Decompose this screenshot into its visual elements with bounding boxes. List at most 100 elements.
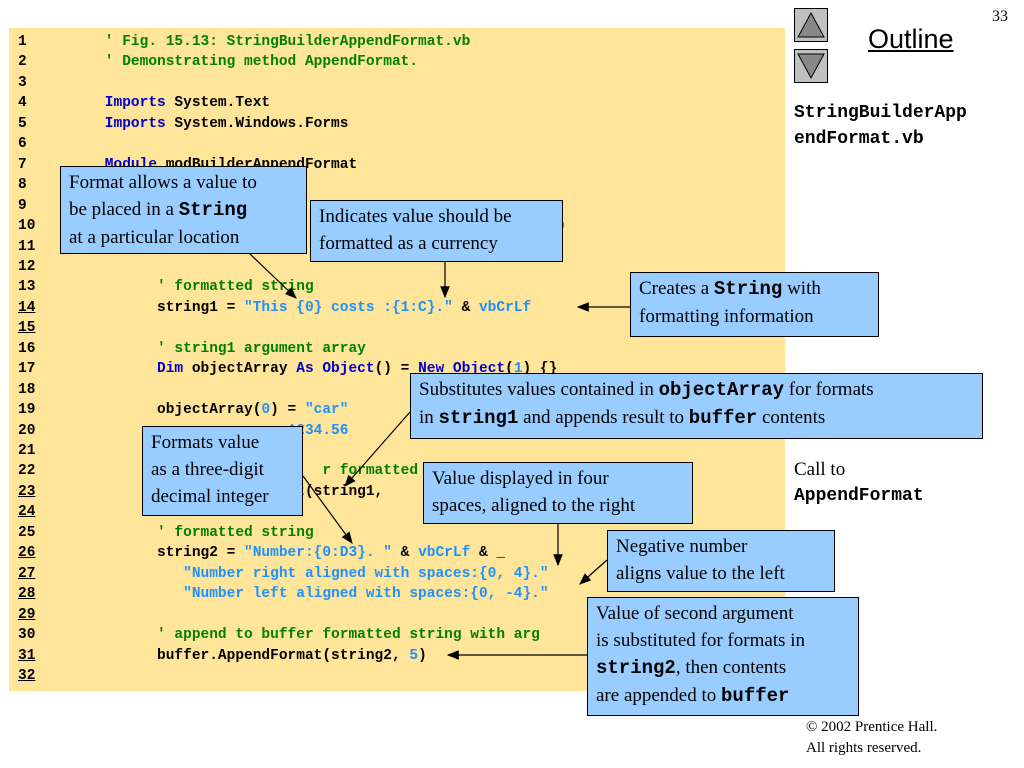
next-slide-button[interactable]	[794, 49, 828, 83]
copyright: © 2002 Prentice Hall. All rights reserve…	[806, 717, 937, 759]
code-text: ' Demonstrating method AppendFormat.	[70, 52, 418, 72]
line-number: 9	[18, 197, 27, 214]
code-line: 15	[9, 318, 785, 338]
callout-code: String	[178, 199, 248, 221]
previous-slide-button[interactable]	[794, 8, 828, 42]
callout-text: at a particular location	[69, 227, 240, 248]
callout-format-allows: Format allows a value to be placed in a …	[60, 166, 307, 254]
code-line: 8	[9, 175, 785, 195]
side-note: Call to AppendFormat	[794, 456, 924, 510]
code-line: 30 ' append to buffer formatted string w…	[9, 625, 785, 645]
code-text: buffer.AppendFormat(string2, 5)	[70, 646, 427, 666]
line-number: 28	[18, 586, 36, 603]
triangle-up-icon	[797, 11, 825, 38]
copyright-line2: All rights reserved.	[806, 740, 922, 756]
callout-text: Format allows a value to	[69, 172, 257, 193]
code-token: Imports	[70, 115, 166, 132]
code-line: 32	[9, 666, 785, 686]
code-line: 25 ' formatted string	[9, 523, 785, 543]
code-line: 17 Dim objectArray As Object() = New Obj…	[9, 359, 785, 379]
line-number: 19	[18, 402, 36, 419]
code-line: 18	[9, 380, 785, 400]
line-number: 30	[18, 627, 36, 644]
callout-code: string1	[438, 407, 519, 429]
callout-text: with	[782, 278, 821, 299]
line-number: 8	[18, 177, 27, 194]
code-line: 12	[9, 257, 785, 277]
callout-substitutes: Substitutes values contained in objectAr…	[410, 373, 983, 439]
code-panel: 1 ' Fig. 15.13: StringBuilderAppendForma…	[9, 28, 785, 691]
code-token: &	[391, 545, 419, 562]
line-number: 6	[18, 136, 27, 153]
callout-creates-string: Creates a String with formatting informa…	[630, 272, 879, 337]
callout-second-arg: Value of second argument is substituted …	[587, 597, 859, 716]
callout-negative: Negative number aligns value to the left	[607, 530, 835, 592]
outline-link[interactable]: Outline	[868, 24, 954, 54]
code-token: 0	[261, 402, 271, 419]
line-number: 31	[18, 647, 36, 664]
code-line: 1 ' Fig. 15.13: StringBuilderAppendForma…	[9, 32, 785, 52]
callout-text: for formats	[784, 379, 874, 400]
line-number: 14	[18, 299, 36, 316]
side-note-line2: AppendFormat	[794, 486, 924, 506]
callout-four-spaces: Value displayed in four spaces, aligned …	[423, 462, 693, 524]
line-number: 17	[18, 361, 36, 378]
code-token: ' Demonstrating method AppendFormat.	[70, 54, 419, 71]
callout-text: , then contents	[675, 657, 787, 678]
line-number: 18	[18, 381, 36, 398]
slide-number: 33	[992, 8, 1008, 25]
callout-text: decimal integer	[151, 486, 269, 507]
line-number: 12	[18, 258, 36, 275]
callout-text: be placed in a	[69, 199, 179, 220]
code-token: "Number left aligned with spaces:{0, -4}…	[70, 586, 549, 603]
callout-text: as a three-digit	[151, 459, 264, 480]
line-number: 24	[18, 504, 36, 521]
line-number: 16	[18, 340, 36, 357]
code-token: )	[418, 647, 427, 664]
callout-text: in	[419, 407, 439, 428]
code-token: buffer.AppendFormat(string2,	[70, 647, 410, 664]
line-number: 20	[18, 422, 36, 439]
code-text: ' string1 argument array	[70, 339, 366, 359]
line-number: 27	[18, 565, 36, 582]
line-number: 13	[18, 279, 36, 296]
code-text: string2 = "Number:{0:D3}. " & vbCrLf & _	[70, 543, 505, 563]
code-token: &	[452, 299, 479, 316]
code-text: Imports System.Windows.Forms	[70, 114, 349, 134]
code-token: ' string1 argument array	[70, 340, 366, 357]
code-token: string2 =	[70, 545, 245, 562]
line-number: 7	[18, 156, 27, 173]
callout-text: and appends result to	[518, 407, 689, 428]
code-line: 4 Imports System.Text	[9, 93, 785, 113]
line-number: 3	[18, 74, 27, 91]
line-number: 5	[18, 115, 27, 132]
code-line: 24	[9, 502, 785, 522]
code-text: ' formatted string	[70, 277, 314, 297]
code-text: ' formatted string	[70, 523, 314, 543]
code-line: 16 ' string1 argument array	[9, 339, 785, 359]
triangle-down-icon	[797, 53, 825, 80]
file-name-line1: StringBuilderApp	[794, 103, 967, 123]
callout-code: objectArray	[658, 379, 784, 401]
code-token: "car"	[304, 402, 349, 419]
code-token: Imports	[70, 95, 166, 112]
code-token: vbCrLf	[478, 299, 532, 316]
code-token: "This {0} costs :{1:C}."	[244, 299, 453, 316]
code-token: 1	[513, 361, 523, 378]
line-number: 1	[18, 34, 27, 50]
code-token: 5	[409, 647, 419, 664]
code-line: 27 "Number right aligned with spaces:{0,…	[9, 564, 785, 584]
code-text: objectArray(0) = "car"	[70, 400, 348, 420]
code-token: "Number:{0:D3}. "	[244, 545, 392, 562]
code-line: 21	[9, 441, 785, 461]
line-number: 4	[18, 95, 27, 112]
code-token: ' formatted string	[70, 279, 314, 296]
callout-text: is substituted for formats in	[596, 630, 805, 651]
callout-text: formatted as a currency	[319, 233, 498, 254]
file-name: StringBuilderApp endFormat.vb	[794, 100, 1020, 152]
code-line: 3	[9, 73, 785, 93]
code-token: ' append to buffer formatted string with…	[70, 627, 540, 644]
code-line: 9	[9, 196, 785, 216]
code-token: Dim	[70, 361, 184, 378]
callout-text: Substitutes values contained in	[419, 379, 659, 400]
